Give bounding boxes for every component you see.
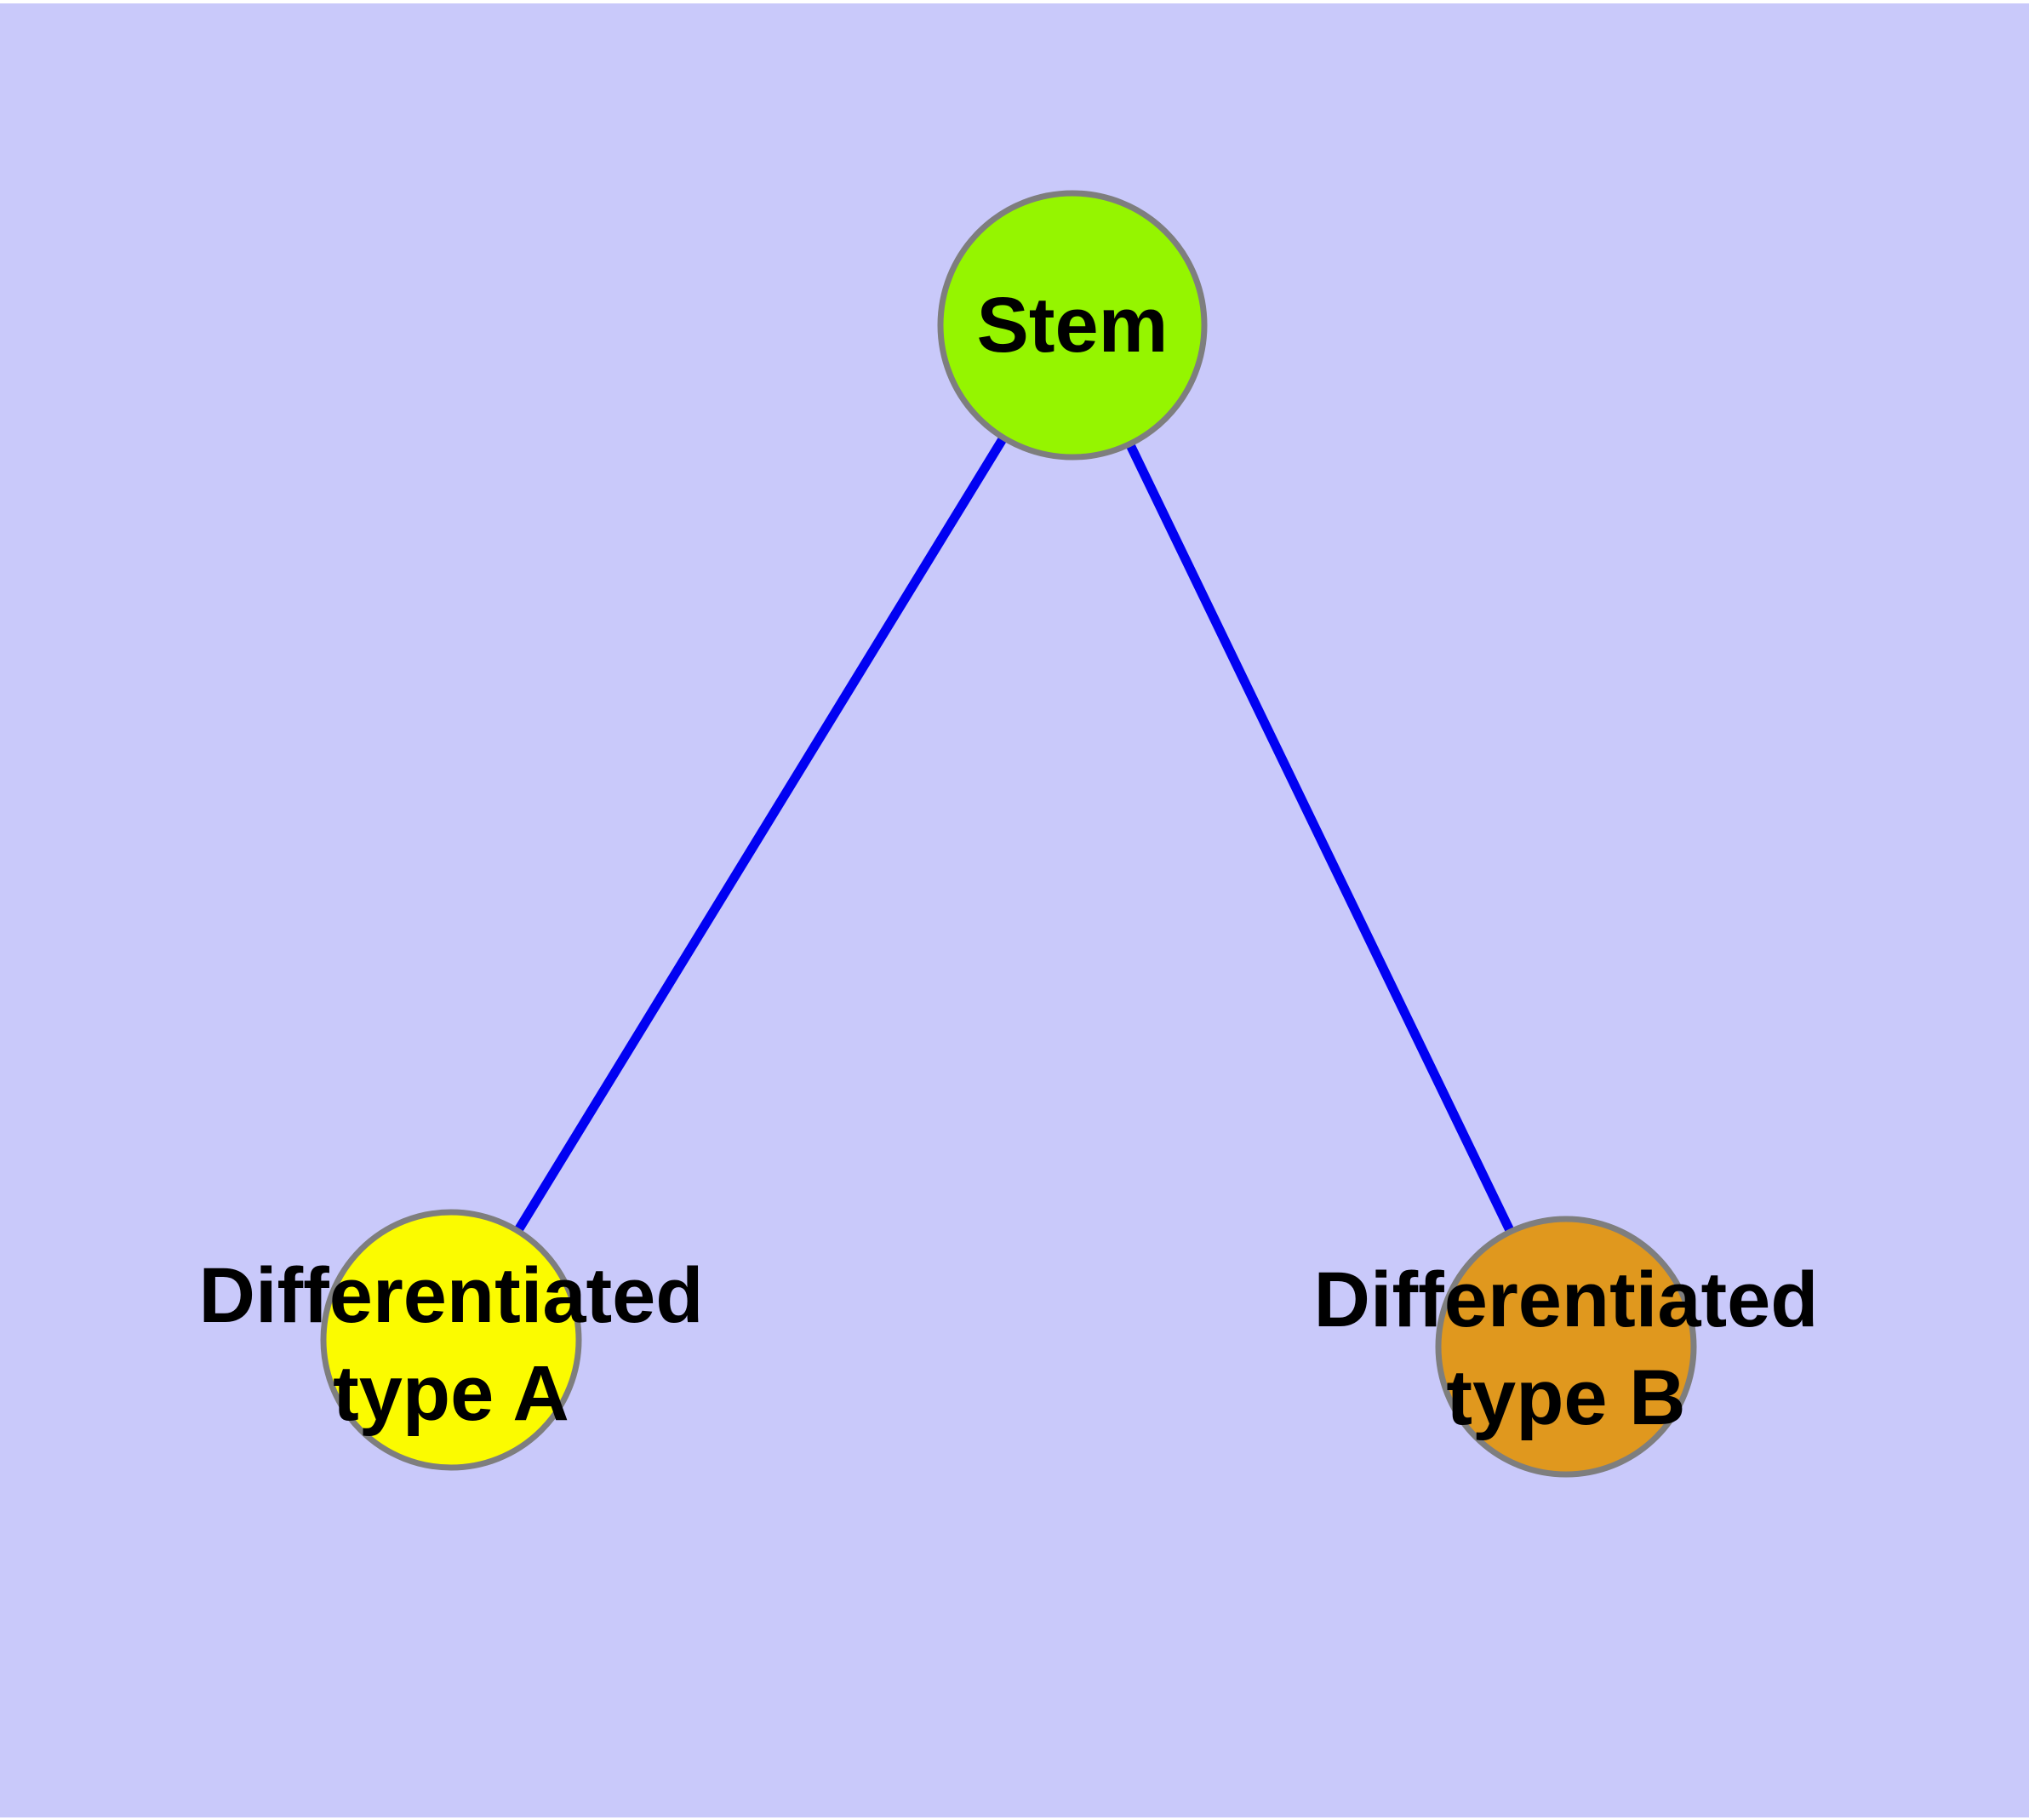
node-differentiated-type-a[interactable]	[320, 1209, 582, 1471]
node-stem[interactable]	[937, 190, 1208, 461]
node-differentiated-type-b[interactable]	[1435, 1216, 1697, 1478]
edge-stem-to-type-a	[447, 323, 1077, 1342]
edge-stem-to-type-b	[1068, 323, 1570, 1349]
